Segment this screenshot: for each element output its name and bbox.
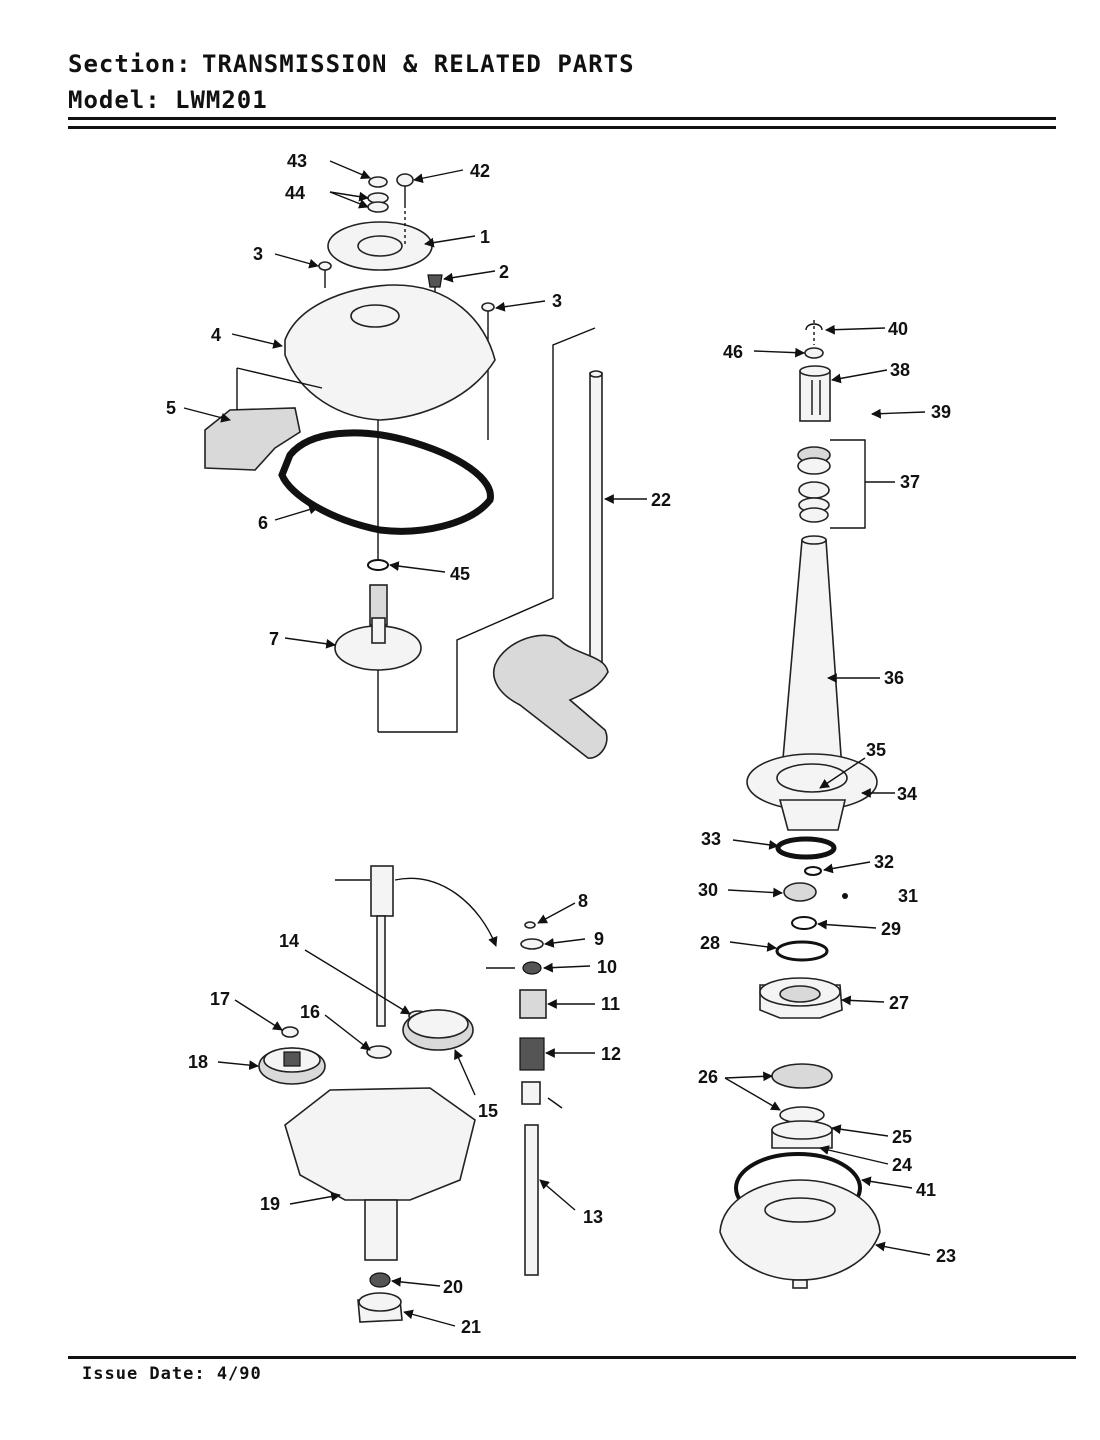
callout-31: 31 xyxy=(898,886,918,906)
callout-8: 8 xyxy=(578,891,588,911)
callout-16: 16 xyxy=(300,1002,320,1022)
callout-42: 42 xyxy=(470,161,490,181)
callout-4: 4 xyxy=(211,325,221,345)
header-rule-bottom xyxy=(68,126,1056,129)
callout-30: 30 xyxy=(698,880,718,900)
callout-38: 38 xyxy=(890,360,910,380)
callout-43: 43 xyxy=(287,151,307,171)
footer-rule xyxy=(68,1356,1076,1359)
callout-40: 40 xyxy=(888,319,908,339)
callout-3b: 3 xyxy=(552,291,562,311)
cover-assembly xyxy=(204,173,609,759)
callout-labels: 1 2 3 3 4 5 6 7 8 9 10 11 12 13 14 15 16… xyxy=(166,151,956,1337)
section-label: Section: xyxy=(68,50,192,78)
issue-date: Issue Date: 4/90 xyxy=(82,1364,262,1384)
callout-37: 37 xyxy=(900,472,920,492)
callout-24: 24 xyxy=(892,1155,912,1175)
callout-36: 36 xyxy=(884,668,904,688)
gearcase-assembly xyxy=(258,865,563,1323)
callout-19: 19 xyxy=(260,1194,280,1214)
callout-9: 9 xyxy=(594,929,604,949)
callout-22: 22 xyxy=(651,490,671,510)
callout-27: 27 xyxy=(889,993,909,1013)
callout-33: 33 xyxy=(701,829,721,849)
callout-26: 26 xyxy=(698,1067,718,1087)
section-title: TRANSMISSION & RELATED PARTS xyxy=(202,50,635,78)
callout-25: 25 xyxy=(892,1127,912,1147)
callout-32: 32 xyxy=(874,852,894,872)
spin-tube-assembly xyxy=(719,320,881,1289)
callout-7: 7 xyxy=(269,629,279,649)
callout-11: 11 xyxy=(601,994,620,1014)
header-rule-top xyxy=(68,117,1056,120)
callout-13: 13 xyxy=(583,1207,603,1227)
callout-45: 45 xyxy=(450,564,470,584)
callout-5: 5 xyxy=(166,398,176,418)
callout-46: 46 xyxy=(723,342,743,362)
callout-29: 29 xyxy=(881,919,901,939)
callout-18: 18 xyxy=(188,1052,208,1072)
callout-1: 1 xyxy=(480,227,490,247)
callout-14: 14 xyxy=(279,931,299,951)
callout-20: 20 xyxy=(443,1277,463,1297)
callout-39: 39 xyxy=(931,402,951,422)
callout-15: 15 xyxy=(478,1101,498,1121)
callout-10: 10 xyxy=(597,957,617,977)
callout-41: 41 xyxy=(916,1180,936,1200)
callout-35: 35 xyxy=(866,740,886,760)
model-label: Model: xyxy=(68,86,161,114)
model-number: LWM201 xyxy=(175,86,268,114)
callout-12: 12 xyxy=(601,1044,621,1064)
callout-3a: 3 xyxy=(253,244,263,264)
callout-28: 28 xyxy=(700,933,720,953)
callout-34: 34 xyxy=(897,784,917,804)
callout-leaders xyxy=(183,160,931,1327)
callout-2: 2 xyxy=(499,262,509,282)
callout-21: 21 xyxy=(461,1317,481,1337)
callout-6: 6 xyxy=(258,513,268,533)
callout-23: 23 xyxy=(936,1246,956,1266)
callout-17: 17 xyxy=(210,989,230,1009)
callout-44: 44 xyxy=(285,183,305,203)
